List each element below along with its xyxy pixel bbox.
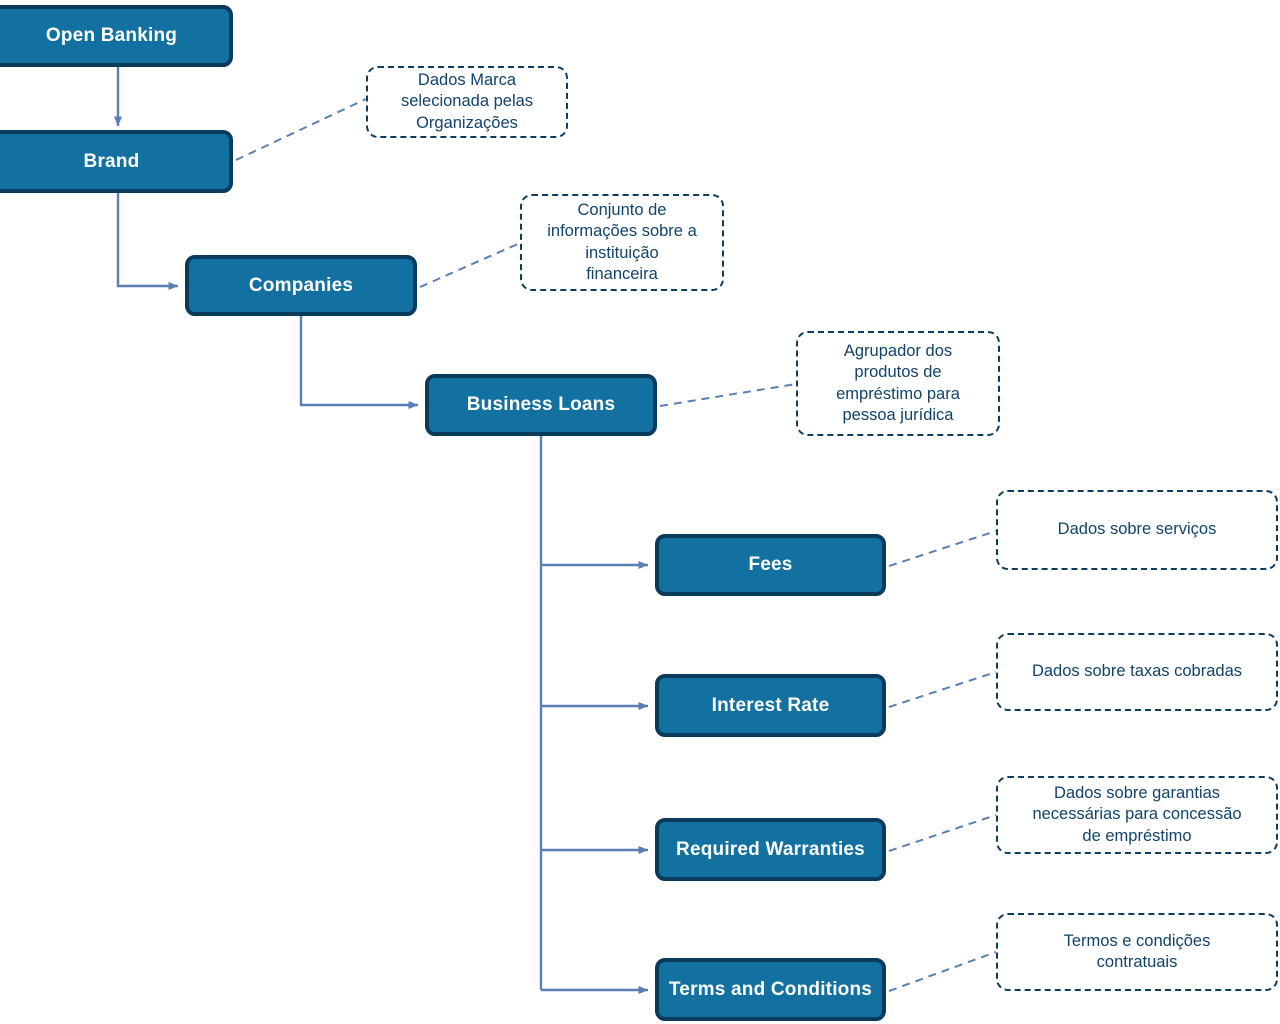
note-terms-and-conditions: Termos e condições contratuais (996, 913, 1278, 991)
note-brand-text: Dados Marca selecionada pelas Organizaçõ… (400, 71, 534, 132)
leader-terms-conditions (888, 951, 997, 992)
node-interest-rate[interactable]: Interest Rate (655, 674, 886, 737)
node-required-warranties-label: Required Warranties (676, 838, 865, 860)
note-interest-rate: Dados sobre taxas cobradas (996, 633, 1278, 711)
leader-brand (235, 98, 367, 161)
note-companies: Conjunto de informações sobre a institui… (520, 194, 724, 291)
leader-interest-rate (888, 671, 997, 708)
leader-companies (419, 242, 521, 288)
note-fees-text: Dados sobre serviços (1057, 520, 1217, 539)
leader-required-warranties (888, 814, 997, 852)
edge-companies-to-business-loans (299, 316, 419, 409)
node-business-loans-label: Business Loans (466, 394, 616, 415)
node-brand-label: Brand (83, 150, 140, 172)
node-required-warranties[interactable]: Required Warranties (655, 818, 886, 881)
node-interest-rate-label: Interest Rate (711, 694, 830, 716)
leader-business-loans (659, 383, 797, 407)
node-brand[interactable]: Brand (0, 130, 233, 193)
note-terms-and-conditions-text: Termos e condições contratuais (1063, 931, 1211, 971)
edge-brand-to-companies (116, 193, 179, 290)
leader-fees (888, 530, 997, 567)
node-companies-label: Companies (248, 274, 354, 296)
node-fees-label: Fees (748, 554, 793, 575)
note-business-loans: Agrupador dos produtos de empréstimo par… (796, 331, 1000, 436)
node-fees[interactable]: Fees (655, 534, 886, 596)
note-companies-text: Conjunto de informações sobre a institui… (547, 201, 697, 283)
note-required-warranties: Dados sobre garantias necessárias para c… (996, 776, 1278, 854)
node-terms-and-conditions-label: Terms and Conditions (668, 978, 873, 1000)
node-terms-and-conditions[interactable]: Terms and Conditions (655, 958, 886, 1021)
node-companies[interactable]: Companies (185, 255, 417, 316)
node-business-loans[interactable]: Business Loans (425, 374, 657, 436)
node-open-banking[interactable]: Open Banking (0, 5, 233, 67)
note-fees: Dados sobre serviços (996, 490, 1278, 570)
note-required-warranties-text: Dados sobre garantias necessárias para c… (1032, 784, 1242, 845)
note-interest-rate-text: Dados sobre taxas cobradas (1031, 662, 1243, 681)
note-business-loans-text: Agrupador dos produtos de empréstimo par… (836, 342, 960, 424)
note-brand: Dados Marca selecionada pelas Organizaçõ… (366, 66, 568, 138)
node-open-banking-label: Open Banking (45, 25, 178, 46)
